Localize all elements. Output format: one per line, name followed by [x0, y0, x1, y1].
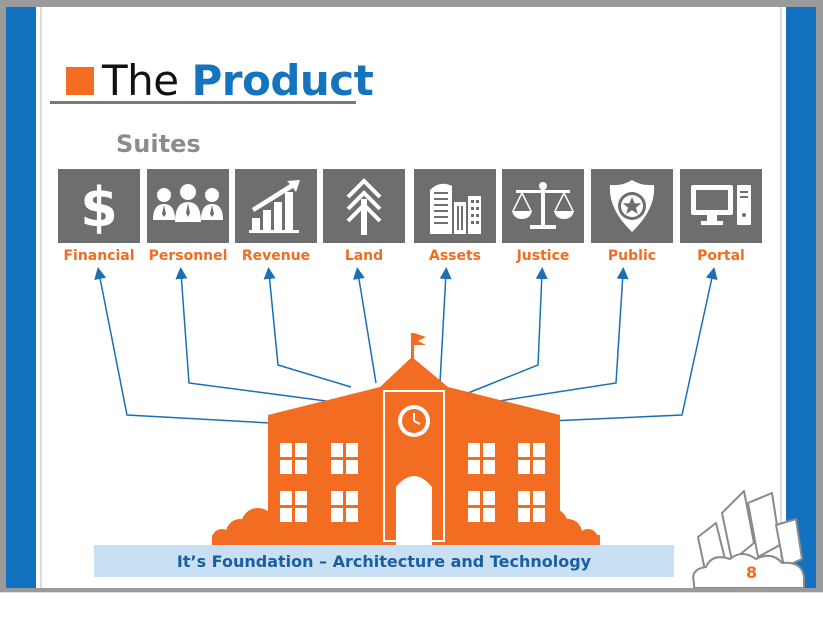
corner-skyline-icon [692, 490, 805, 588]
suite-tile-personnel [147, 169, 229, 243]
suite-label-assets: Assets [428, 248, 482, 264]
status-bar [0, 592, 823, 619]
slide-number: 8 [746, 563, 758, 582]
bar-chart-icon [249, 180, 300, 233]
svg-text:$: $ [80, 176, 118, 236]
slide-title: The Product [102, 53, 374, 109]
slide-canvas: The Product Suites $ Financial [0, 0, 823, 592]
connector-financial [94, 267, 307, 426]
title-bullet-square [66, 67, 94, 95]
suite-label-public: Public [607, 248, 657, 264]
left-accent-bar [6, 7, 36, 588]
suite-tile-land [323, 169, 405, 243]
suite-label-personnel: Personnel [148, 248, 228, 264]
connector-revenue [263, 267, 352, 388]
suite-label-revenue: Revenue [241, 248, 311, 264]
police-badge-icon [609, 180, 655, 232]
left-divider [40, 7, 42, 588]
connector-justice [467, 267, 548, 394]
suite-tile-assets [414, 169, 496, 243]
right-divider [780, 7, 782, 588]
banner-text: It’s Foundation – Architecture and Techn… [176, 551, 592, 571]
suite-tile-portal [680, 169, 762, 243]
suite-tile-financial: $ [58, 169, 140, 243]
connector-personnel [175, 267, 327, 402]
suite-label-land: Land [344, 248, 384, 264]
people-icon [153, 184, 223, 222]
right-accent-bar [786, 7, 816, 588]
foundation-banner: It’s Foundation – Architecture and Techn… [94, 545, 674, 577]
school-building-icon [212, 333, 600, 549]
computer-icon [691, 185, 751, 225]
connector-public [485, 267, 629, 404]
suite-label-financial: Financial [63, 248, 135, 264]
buildings-icon [430, 183, 481, 234]
suite-tile-justice [502, 169, 584, 243]
suite-label-justice: Justice [516, 248, 570, 264]
title-underline [50, 101, 356, 104]
connector-land [353, 267, 377, 384]
suite-label-portal: Portal [697, 248, 745, 264]
connector-portal [503, 267, 718, 424]
connector-assets [439, 267, 452, 384]
title-prefix: The [102, 56, 179, 105]
scales-icon [512, 182, 574, 229]
dollar-icon: $ [80, 176, 118, 236]
slide[interactable]: The Product Suites $ Financial [6, 7, 816, 588]
tree-icon [346, 178, 382, 235]
connector-arrows [94, 267, 718, 426]
title-accent: Product [191, 56, 374, 105]
suite-tile-public [591, 169, 673, 243]
suite-tile-revenue [235, 169, 317, 243]
suites-heading: Suites [116, 130, 201, 158]
